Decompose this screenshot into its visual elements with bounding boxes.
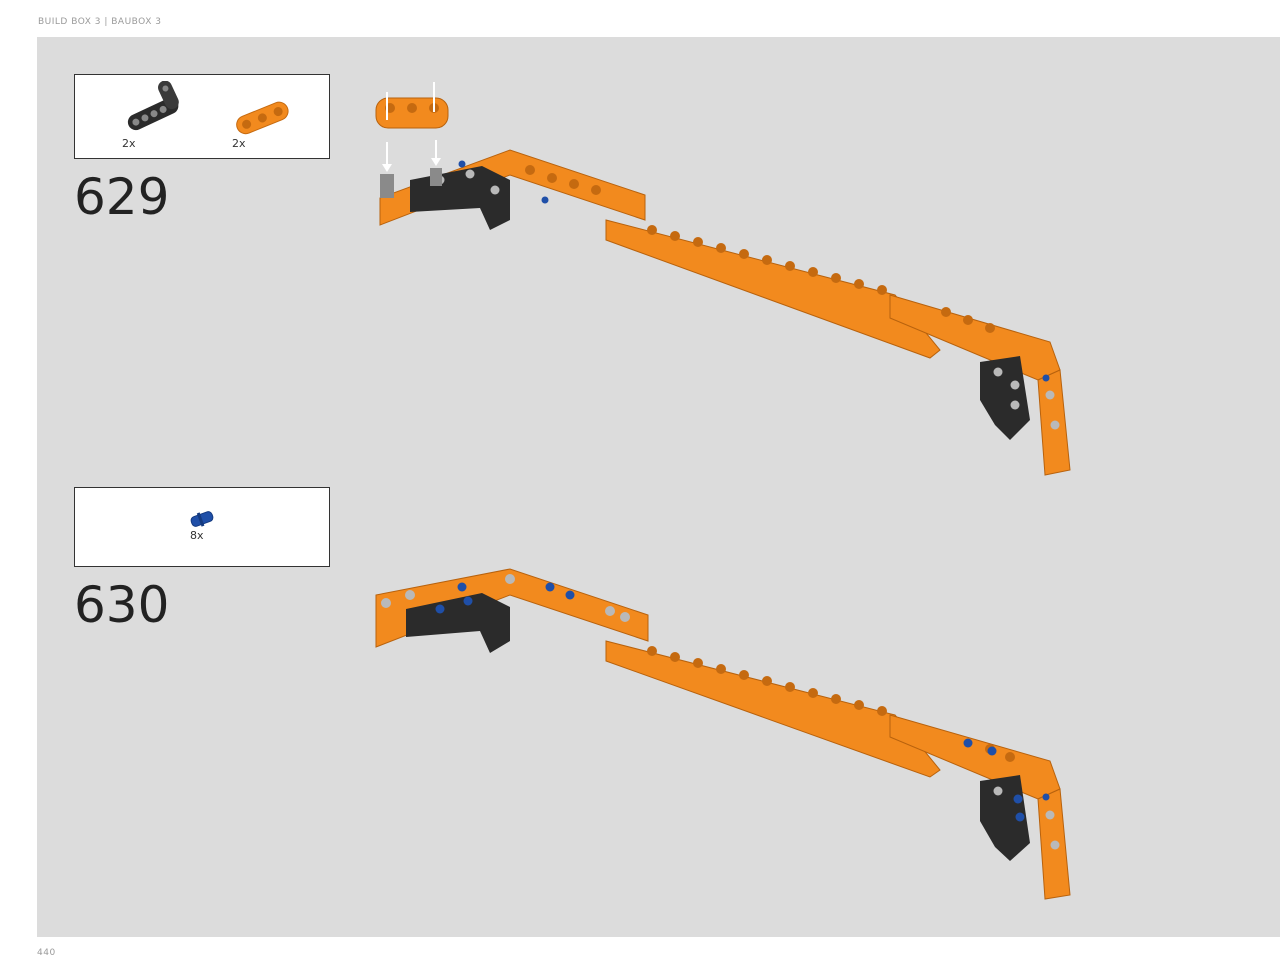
blue-axle-pin-icon [190, 511, 214, 527]
page-header: BUILD BOX 3 | BAUBOX 3 [38, 17, 162, 27]
parts-callout-step-630: 8x [74, 487, 330, 567]
step-number: 629 [74, 168, 170, 226]
assembly-illustration-step-630 [375, 568, 1071, 900]
step-number: 630 [74, 576, 170, 634]
part-quantity: 2x [122, 137, 136, 150]
orange-3-hole-liftarm-icon [236, 101, 289, 135]
assembly-illustration-step-629 [375, 82, 1071, 476]
part-quantity: 8x [190, 529, 204, 542]
part-quantity: 2x [232, 137, 246, 150]
black-angled-liftarm-icon [127, 81, 179, 131]
page-number: 440 [37, 948, 56, 958]
parts-callout-step-629: 2x 2x [74, 74, 330, 159]
